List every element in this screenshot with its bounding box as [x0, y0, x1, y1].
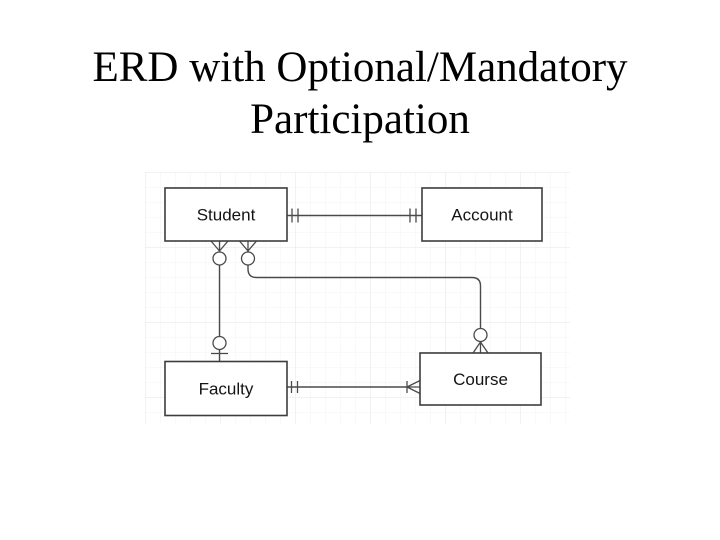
relationship-student-course — [239, 240, 489, 354]
erd-diagram: Student Account Faculty Course — [145, 172, 570, 424]
optional-one-symbol-faculty-side — [211, 335, 228, 355]
entity-course-label: Course — [453, 370, 508, 389]
optional-many-symbol-student-side — [239, 240, 257, 266]
relationship-student-account — [287, 208, 422, 223]
optional-many-symbol-course-side — [472, 327, 489, 354]
erd-canvas: Student Account Faculty Course — [145, 172, 570, 424]
mandatory-one-symbol-account-side — [409, 208, 417, 223]
slide-title: ERD with Optional/Mandatory Participatio… — [0, 42, 720, 146]
mandatory-one-symbol-student-side — [291, 208, 299, 223]
slide-title-line-1: ERD with Optional/Mandatory — [92, 44, 628, 91]
entity-course: Course — [419, 352, 542, 406]
entity-student-label: Student — [197, 206, 256, 225]
mandatory-one-symbol-faculty-side — [290, 381, 299, 393]
entity-faculty-label: Faculty — [199, 380, 254, 399]
relationship-faculty-course — [287, 379, 421, 395]
relationship-student-faculty — [210, 240, 229, 362]
entity-faculty: Faculty — [164, 360, 288, 417]
mandatory-many-symbol-course-side — [406, 379, 421, 395]
entity-account-label: Account — [451, 206, 513, 225]
optional-many-symbol-student-side — [210, 240, 229, 266]
slide-title-line-2: Participation — [250, 96, 470, 143]
entity-student: Student — [164, 187, 288, 242]
entity-account: Account — [421, 187, 543, 242]
